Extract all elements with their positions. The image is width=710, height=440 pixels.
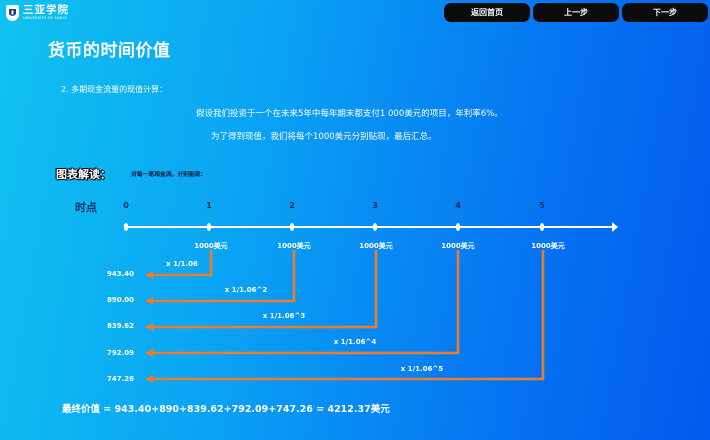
timeline-label: 时点 bbox=[75, 201, 97, 214]
problem-text: 假设我们投资于一个在未来5年中每年期末都支付1 000美元的项目，年利率6%。 bbox=[196, 109, 503, 119]
discount-factor-label: x 1/1.06^4 bbox=[333, 338, 377, 346]
cashflow-label: 1000美元 bbox=[359, 242, 393, 250]
timeline-tick bbox=[539, 223, 545, 231]
final-value: 最终价值 = 943.40+890+839.62+792.09+747.26 =… bbox=[62, 404, 390, 415]
section-subtitle: 2. 多期现金流量的现值计算： bbox=[61, 85, 168, 94]
present-value-label: 792.09 bbox=[107, 349, 135, 357]
tick-label: 3 bbox=[372, 201, 378, 210]
prev-button[interactable]: 上一步 bbox=[533, 3, 619, 22]
home-button[interactable]: 返回首页 bbox=[444, 3, 530, 22]
present-value-label: 943.40 bbox=[107, 270, 135, 278]
logo-subtext: UNIVERSITY OF SANYA bbox=[23, 15, 68, 20]
university-logo: 三亚学院 UNIVERSITY OF SANYA bbox=[6, 4, 86, 22]
timeline bbox=[123, 222, 618, 232]
shield-icon bbox=[6, 5, 19, 21]
cashflow-label: 1000美元 bbox=[531, 242, 565, 250]
present-value-label: 839.62 bbox=[107, 322, 135, 330]
timeline-tick bbox=[455, 223, 461, 231]
timeline-arrowhead bbox=[612, 222, 618, 232]
timeline-tick bbox=[289, 223, 295, 231]
discount-arrow bbox=[145, 250, 460, 357]
tick-label: 2 bbox=[289, 201, 295, 210]
discount-factor-label: x 1/1.06^2 bbox=[224, 286, 268, 294]
page-title: 货币的时间价值 bbox=[48, 41, 171, 61]
discount-factor-label: x 1/1.06^5 bbox=[400, 365, 444, 373]
cashflow-label: 1000美元 bbox=[194, 242, 228, 250]
tick-label: 4 bbox=[455, 201, 461, 210]
cashflow-label: 1000美元 bbox=[441, 242, 475, 250]
next-button[interactable]: 下一步 bbox=[622, 3, 708, 22]
discount-arrow bbox=[145, 250, 296, 305]
tick-label: 5 bbox=[539, 201, 545, 210]
timeline-tick bbox=[372, 223, 378, 231]
discount-arrow bbox=[145, 250, 213, 279]
method-text: 为了得到现值，我们将每个1000美元分别贴现，最后汇总。 bbox=[211, 132, 437, 142]
tick-label: 0 bbox=[123, 201, 129, 210]
present-value-label: 747.26 bbox=[107, 375, 135, 383]
present-value-label: 890.00 bbox=[107, 296, 135, 304]
discount-arrows bbox=[145, 250, 545, 383]
timeline-tick bbox=[123, 223, 129, 231]
discount-factor-label: x 1/1.06^3 bbox=[262, 312, 306, 320]
discount-arrow bbox=[145, 250, 545, 383]
tick-label: 1 bbox=[206, 201, 212, 210]
logo-text: 三亚学院 bbox=[23, 4, 69, 17]
diagram-note: 对每一笔现金流，分别贴现： bbox=[131, 172, 207, 178]
cashflow-label: 1000美元 bbox=[277, 242, 311, 250]
timeline-tick bbox=[206, 223, 212, 231]
discount-arrow bbox=[145, 250, 378, 331]
discount-factor-label: x 1/1.06 bbox=[166, 260, 198, 268]
diagram-label: 图表解读： bbox=[56, 168, 111, 181]
